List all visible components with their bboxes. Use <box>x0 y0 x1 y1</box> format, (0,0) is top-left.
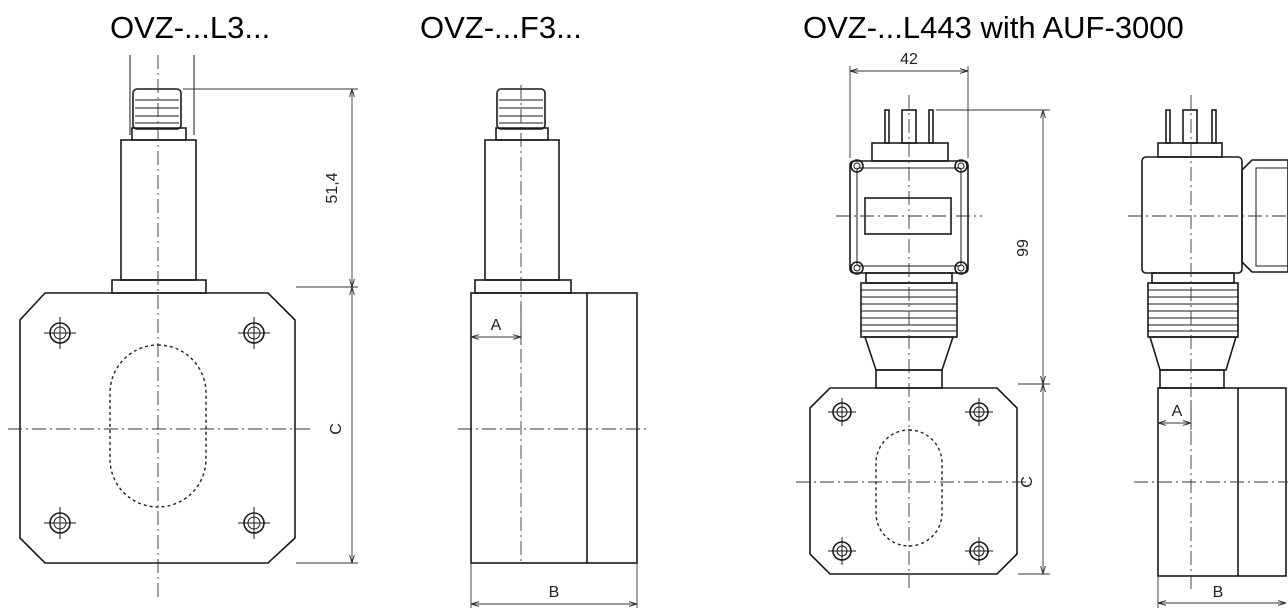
l3-flange-collar <box>111 279 207 294</box>
l3-neck <box>131 127 187 141</box>
l443s-ribbed-sleeve <box>1147 282 1239 338</box>
l443-plug-base <box>871 142 949 162</box>
dim-label-42: 42 <box>900 51 918 68</box>
f3-flange-collar <box>474 279 572 294</box>
l3-mounting-hole-top-right <box>238 317 270 349</box>
title-ovz-l3: OVZ-...L3... <box>110 10 271 45</box>
f3-sensor-tube <box>484 139 560 281</box>
l3-mounting-hole-bottom-right <box>238 507 270 539</box>
l443-screw-bottom-left <box>850 261 864 275</box>
view-l443-side: A B <box>1128 95 1288 608</box>
l3-sensor-tube <box>120 139 197 281</box>
dim-label-b-1: B <box>549 584 560 601</box>
l3-flange-plate <box>19 292 296 564</box>
dim-label-b-2: B <box>1213 584 1224 601</box>
l443s-lower-collar <box>1159 369 1225 389</box>
dim-label-c-2: C <box>1019 476 1036 488</box>
l443s-plug-base <box>1157 142 1223 158</box>
dim-label-c-1: C <box>328 423 345 435</box>
view-l3-front: 51,4 C <box>8 55 358 598</box>
dim-label-a-1: A <box>491 317 502 334</box>
l443-screw-top-left <box>850 159 864 173</box>
title-ovz-l443-auf3000: OVZ-...L443 with AUF-3000 <box>803 10 1184 45</box>
l443s-auf3000-housing <box>1141 156 1243 274</box>
l443-mounting-hole-top-right <box>965 398 993 426</box>
f3-neck <box>495 127 549 141</box>
l443s-taper <box>1148 336 1238 371</box>
l443-mounting-hole-bottom-left <box>828 537 856 565</box>
l443-screw-top-right <box>954 159 968 173</box>
l443s-cable-gland <box>1241 159 1288 273</box>
l3-mounting-hole-top-left <box>44 317 76 349</box>
l3-connector-nut <box>132 88 182 130</box>
view-l443-front: 42 99 C <box>796 51 1050 588</box>
l3-mounting-hole-bottom-left <box>44 507 76 539</box>
l443-flange-plate <box>809 387 1018 575</box>
title-ovz-f3: OVZ-...F3... <box>420 10 582 45</box>
dim-label-a-2: A <box>1172 403 1183 420</box>
l443s-upper-collar <box>1151 272 1235 284</box>
l443-screw-bottom-right <box>954 261 968 275</box>
view-f3-side: A B <box>458 85 650 608</box>
dim-label-51-4: 51,4 <box>324 172 341 203</box>
l443-mounting-hole-bottom-right <box>965 537 993 565</box>
l443-mounting-hole-top-left <box>828 398 856 426</box>
dim-label-99: 99 <box>1015 239 1032 257</box>
l443-hidden-port <box>875 429 943 547</box>
l443s-plug-pins <box>1165 109 1217 144</box>
